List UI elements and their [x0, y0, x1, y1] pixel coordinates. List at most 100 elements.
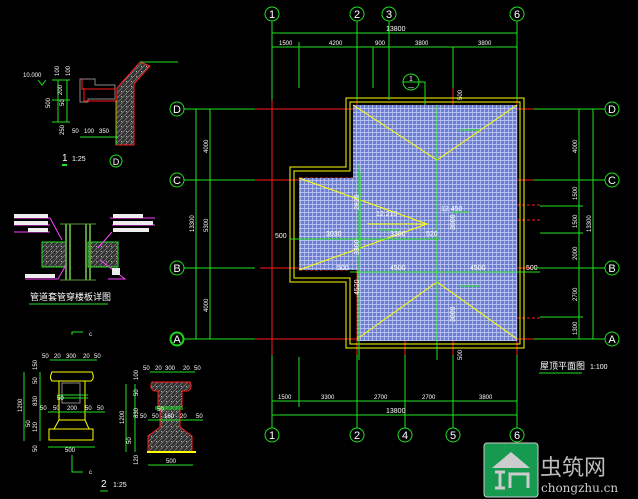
dim-label: 1200 — [18, 398, 24, 412]
dim-label: 2700 — [374, 395, 388, 401]
axis-label: D — [608, 104, 616, 116]
chongzhu-watermark[interactable]: 虫筑网 chongzhu.cn — [483, 442, 618, 498]
drawing-stroke — [289, 97, 525, 349]
dim-label: 1500 — [573, 186, 579, 200]
dim-label: 50 — [57, 396, 64, 402]
axis-label: 1 — [269, 9, 275, 21]
dim-label: 500 — [458, 89, 464, 100]
drawing-stroke — [604, 331, 620, 347]
inner-dimension-lines — [290, 105, 540, 360]
dim-label: 100 — [84, 129, 95, 135]
roof-tile-area — [299, 105, 517, 341]
dim-label: 50 — [85, 406, 92, 412]
drawing-stroke — [81, 79, 118, 102]
drawing-stroke — [290, 105, 540, 360]
pipe-sleeve-detail: 管道套管穿楼板详图 — [14, 214, 155, 305]
dim-label: 100 — [134, 369, 140, 380]
dim-label: 20 — [183, 366, 190, 372]
drawing-stroke — [113, 221, 153, 225]
axis-bubble-A: A — [604, 331, 620, 347]
dim-label: 4500 — [470, 265, 486, 272]
logo-house-icon — [483, 442, 539, 498]
watermark-cn: 虫筑网 — [540, 456, 606, 481]
drawing-stroke — [169, 260, 185, 276]
watermark-url[interactable]: chongzhu.cn — [541, 481, 618, 495]
axis-label: B — [608, 263, 615, 275]
detail-scale: 1:25 — [72, 156, 86, 163]
drawing-stroke — [113, 214, 143, 218]
dim-label: 1500 — [279, 41, 293, 47]
title-underline — [62, 164, 67, 166]
axis-label: A — [608, 334, 616, 346]
dim-label: 20 — [54, 354, 61, 360]
dim-label: 50 — [127, 437, 133, 444]
drawing-stroke — [271, 355, 518, 428]
dim-label: 300 — [165, 366, 176, 372]
dim-label: 50 — [152, 414, 159, 420]
section-sheet: — — [408, 85, 414, 91]
dim-label: 50 — [60, 99, 66, 106]
section-number: 1 — [409, 76, 413, 83]
drawing-stroke — [264, 6, 280, 22]
drawing-stroke — [112, 268, 120, 275]
drawing-stroke — [293, 101, 521, 345]
inner-labels: 12.210 12.450 3030 3300 520 500 500 500 … — [275, 89, 538, 360]
axis-label: C — [608, 175, 616, 187]
drawing-stroke — [14, 214, 48, 218]
dim-label: 3800 — [415, 41, 429, 47]
drawing-stroke — [14, 217, 155, 280]
axis-label: 1 — [269, 430, 275, 442]
drawing-stroke — [169, 331, 185, 347]
axis-bubble-D: D — [604, 101, 620, 117]
drawing-stroke — [28, 228, 48, 232]
dim-label: 4000 — [573, 139, 579, 153]
drawing-stroke — [14, 221, 48, 225]
drawing-stroke — [264, 427, 280, 443]
dim-label: 1500 — [573, 214, 579, 228]
top-dimensions: 13800 1500 4200 900 3800 3800 1 2 3 6 — [264, 6, 525, 100]
dim-label: 120 — [33, 421, 39, 432]
drawing-stroke — [169, 172, 185, 188]
drawing-stroke — [23, 359, 105, 448]
dim-label: 500 — [65, 448, 76, 454]
dim-label: 2700 — [422, 395, 436, 401]
dim-total: 13300 — [190, 215, 196, 232]
elevation-label: 12.210 — [376, 211, 398, 218]
dim-label: 50 — [33, 445, 39, 452]
dim-label: 50 — [33, 377, 39, 384]
detail-number: 2 — [101, 479, 107, 490]
detail-2-baluster: c c 50 20 300 20 50 50 50 50 200 50 50 1… — [18, 331, 203, 492]
drawing-stroke — [48, 371, 94, 441]
drawing-stroke — [169, 101, 185, 117]
dim-label: 500 — [526, 265, 538, 272]
drawing-stroke — [37, 79, 47, 86]
section-marker: 1 — — [402, 73, 426, 105]
axis-bubble-1: 1 — [264, 427, 280, 443]
detail-number: 1 — [62, 153, 68, 164]
axis-bubble-6: 6 — [509, 427, 525, 443]
axis-bubble-4: 4 — [397, 427, 413, 443]
cut-label: c — [89, 332, 92, 338]
plan-title-text: 屋顶平面图 — [540, 361, 585, 372]
left-dimensions: 4000 5300 4000 13300 D C B A — [169, 101, 255, 347]
axis-label: 2 — [354, 430, 360, 442]
dim-label: 20 — [180, 414, 187, 420]
drawing-stroke — [349, 427, 365, 443]
plan-scale: 1:100 — [590, 364, 608, 371]
drawing-stroke — [52, 79, 118, 145]
drawing-stroke — [349, 6, 365, 22]
dim-label: 100 — [55, 65, 61, 76]
dim-label: 50 — [94, 354, 101, 360]
drawing-stroke — [272, 400, 517, 416]
dim-label: 3300 — [390, 231, 406, 238]
elevation-label: 10.000 — [23, 73, 42, 79]
axis-label: 3 — [386, 9, 392, 21]
axis-bubble-5: 5 — [445, 427, 461, 443]
axis-label: 6 — [514, 430, 520, 442]
drawing-stroke — [65, 224, 91, 280]
dim-label: 200 — [58, 84, 64, 95]
drawing-stroke — [125, 371, 203, 466]
axis-bubble-B: B — [169, 260, 185, 276]
dim-label: 4520 — [354, 279, 361, 295]
